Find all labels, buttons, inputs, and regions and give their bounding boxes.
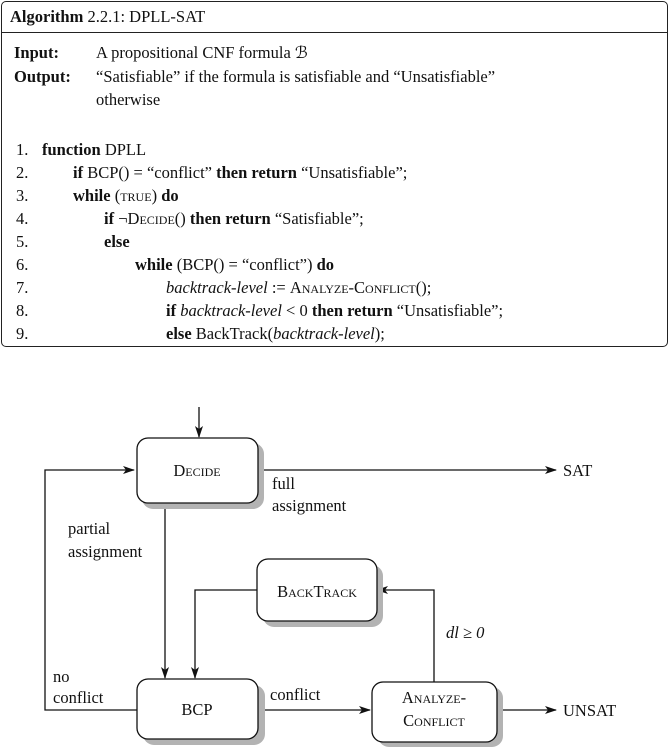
italic-text: backtrack-level <box>176 301 282 320</box>
decide-node <box>136 437 259 504</box>
output-line: Output: <box>14 66 96 88</box>
line-number: 1. <box>16 140 29 159</box>
keyword: then return <box>189 209 271 228</box>
label-dl: dl ≥ 0 <box>446 623 485 642</box>
code-text: ) <box>151 186 162 205</box>
keyword: if <box>73 163 84 182</box>
keyword: function <box>42 140 101 159</box>
code-text: ( <box>110 186 121 205</box>
code-text: “Satisfiable”; <box>270 209 364 228</box>
code-text: ¬ <box>114 209 128 228</box>
algorithm-title-label: Algorithm <box>10 7 84 26</box>
dpll-flow-diagram: Decide BackTrack BCP Analyze- Conflict S… <box>44 407 616 747</box>
keyword: else <box>166 324 192 343</box>
small-caps-text: Analyze-Conflict <box>289 278 416 297</box>
output-text-1: “Satisfiable” if the formula is satisfia… <box>96 67 496 86</box>
keyword: if <box>104 209 115 228</box>
algorithm-title-name: 2.2.1: DPLL-SAT <box>87 7 206 26</box>
bcp-node-label: BCP <box>181 700 212 719</box>
analyze-node-label-2: Conflict <box>403 711 465 730</box>
edge-bcp-decide <box>44 466 137 711</box>
label-conflict: conflict <box>270 685 321 704</box>
keyword: while <box>135 255 173 274</box>
label-partial-assignment: assignment <box>68 542 143 561</box>
code-text: “Unsatisfiable”; <box>296 163 408 182</box>
line-number: 7. <box>16 278 29 297</box>
edge-analyze-backtrack <box>376 586 435 682</box>
keyword: if <box>166 301 177 320</box>
sat-terminal: SAT <box>563 461 592 480</box>
algorithm-title: Algorithm 2.2.1: DPLL-SAT <box>10 4 205 30</box>
input-line: Input: <box>14 42 96 64</box>
analyze-conflict-node <box>371 681 498 743</box>
output-text-2: otherwise <box>96 90 161 109</box>
code-text: “Unsatisfiable”; <box>392 301 504 320</box>
label-partial: partial <box>68 519 111 538</box>
label-full: full <box>272 474 295 493</box>
keyword: do <box>161 186 179 205</box>
small-caps-text: true <box>120 186 152 205</box>
input-text: A propositional CNF formula ℬ <box>96 43 308 62</box>
line-number: 3. <box>16 186 29 205</box>
bcp-node <box>136 678 259 740</box>
code-text: BackTrack( <box>191 324 274 343</box>
title-separator <box>2 32 667 33</box>
keyword: then return <box>216 163 297 182</box>
code-text: () <box>174 209 190 228</box>
line-number: 2. <box>16 163 29 182</box>
label-no-conflict: conflict <box>53 688 104 707</box>
code-text: (BCP() = “conflict”) <box>172 255 317 274</box>
code-text: < 0 <box>281 301 312 320</box>
keyword: do <box>316 255 335 274</box>
keyword: while <box>73 186 111 205</box>
keyword: then return <box>311 301 393 320</box>
line-number: 5. <box>16 232 29 251</box>
code-text: BCP() = “conflict” <box>83 163 217 182</box>
backtrack-node-label: BackTrack <box>277 582 357 601</box>
decide-node-label: Decide <box>173 461 220 480</box>
small-caps-text: Decide <box>127 209 175 228</box>
line-number: 8. <box>16 301 29 320</box>
line-number: 6. <box>16 255 29 274</box>
label-full-assignment: assignment <box>272 496 347 515</box>
italic-text: backtrack-level <box>273 324 375 343</box>
edge-backtrack-bcp <box>191 589 257 679</box>
code-text: DPLL <box>100 140 147 159</box>
output-label: Output: <box>14 67 71 86</box>
analyze-node-label-1: Analyze- <box>402 688 466 707</box>
algorithm-box: Algorithm 2.2.1: DPLL-SAT Input: A propo… <box>1 1 668 347</box>
unsat-terminal: UNSAT <box>563 701 616 720</box>
code-text: ); <box>374 324 385 343</box>
code-text: := <box>267 278 290 297</box>
backtrack-node <box>256 558 378 622</box>
line-number: 9. <box>16 324 29 343</box>
italic-text: backtrack-level <box>166 278 268 297</box>
keyword: else <box>104 232 130 251</box>
code-text: (); <box>415 278 432 297</box>
label-no: no <box>53 667 70 686</box>
input-label: Input: <box>14 43 59 62</box>
line-number: 4. <box>16 209 29 228</box>
